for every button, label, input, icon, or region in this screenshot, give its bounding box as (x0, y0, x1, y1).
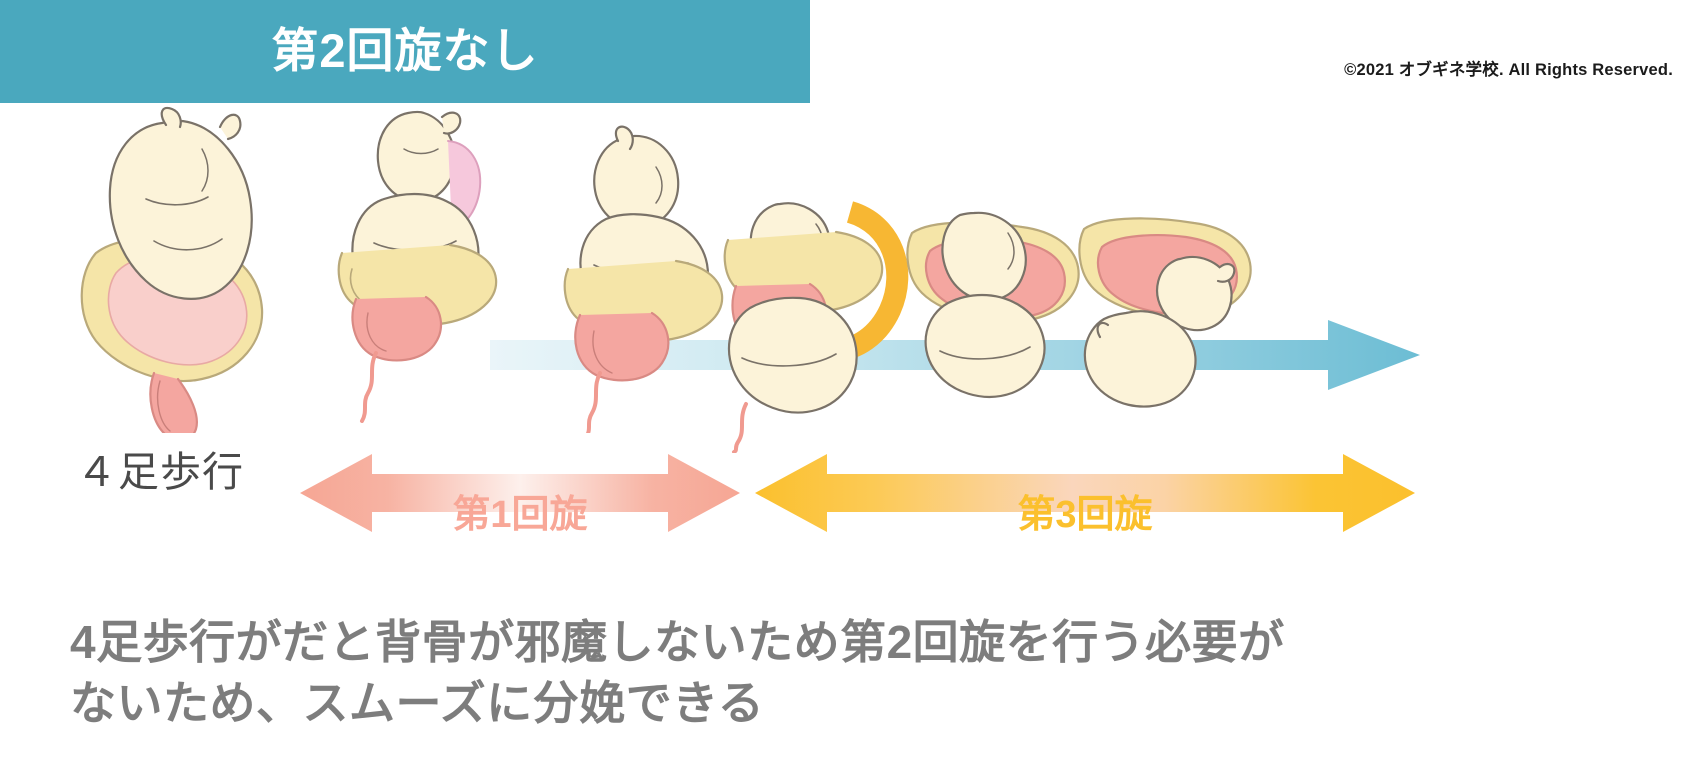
third-rotation-label: 第3回旋 (1017, 494, 1153, 536)
banner-title: 第2回旋なし (271, 24, 539, 77)
first-rotation-label: 第1回旋 (452, 494, 588, 536)
fetus-rotating-third (723, 201, 909, 453)
third-rotation-arrow (755, 454, 1415, 532)
caption-block: 4足歩行がだと背骨が邪魔しないため第2回旋を行う必要が ないため、スムーズに分娩… (70, 612, 1630, 734)
illustration-sequence (0, 103, 1687, 463)
fetus-delivered (1078, 217, 1252, 408)
caption-line-2: ないため、スムーズに分娩できる (70, 677, 765, 730)
copyright-notice: ©2021 オブギネ学校. All Rights Reserved. (1344, 61, 1673, 79)
fetus-in-pelvis-initial (80, 106, 264, 433)
fetus-crowning (906, 211, 1080, 398)
header-banner: 第2回旋なし (0, 0, 810, 103)
first-rotation-arrow (300, 454, 740, 532)
caption-line-1: 4足歩行がだと背骨が邪魔しないため第2回旋を行う必要が (70, 616, 1285, 668)
fetus-engaging-pelvis (337, 110, 498, 423)
quadrupedal-label: ４足歩行 (76, 449, 244, 495)
fetus-head-flexed (563, 125, 724, 433)
